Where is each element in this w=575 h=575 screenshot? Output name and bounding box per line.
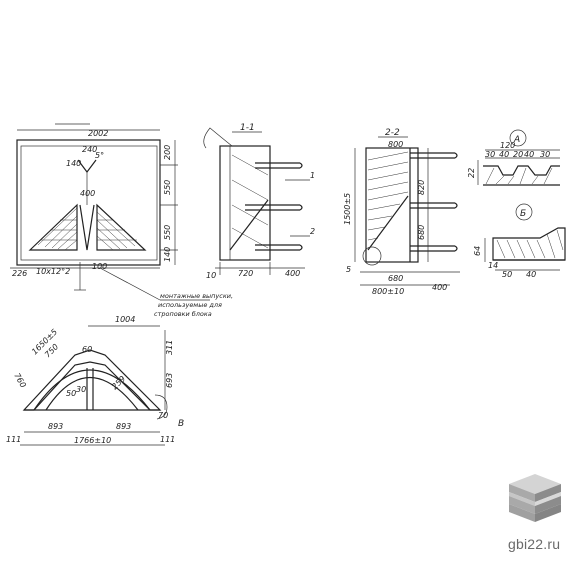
front-label-9: 226	[12, 269, 27, 278]
detail-b-title: Б	[520, 209, 526, 219]
detail-b-label-0: 64	[473, 246, 482, 256]
note-line-2: строповки блока	[154, 310, 212, 318]
section-1-label-3: 1	[310, 171, 315, 180]
section-2-label-4: 680	[388, 274, 403, 283]
section-2-label-3: 1500±5	[343, 193, 352, 225]
detail-b-label-1: 50	[502, 270, 512, 279]
plan-label-11: 111	[6, 435, 21, 444]
front-label-8: 140	[163, 247, 172, 262]
plan-label-9: 259	[110, 374, 127, 391]
section-1-label-0: 720	[238, 269, 253, 278]
front-label-10: 10x12°2	[36, 267, 70, 276]
detail-b-label-3: 14	[488, 261, 498, 270]
section-1-label-2: 10	[206, 271, 216, 280]
hatch-detail-a	[485, 167, 553, 185]
detail-a-label-0: 120	[500, 141, 515, 150]
section-1-title: 1-1	[240, 123, 255, 133]
detail-a-label-4: 40	[524, 150, 534, 159]
detail-a-label-1: 30	[485, 150, 495, 159]
section-2-label-1: 820	[417, 180, 426, 195]
section-2-label-7: 5	[346, 265, 351, 274]
plan-label-16: В	[178, 419, 184, 429]
detail-a-label-3: 20	[513, 150, 523, 159]
plan-label-12: 893	[48, 422, 63, 431]
detail-a-label-2: 40	[499, 150, 509, 159]
front-label-0: 2002	[88, 129, 108, 138]
section-2-label-5: 800±10	[372, 287, 404, 296]
note-line-0: монтажные выпуски,	[160, 292, 233, 300]
hatch-section-1	[231, 154, 269, 249]
section-2-2: 2-2 800	[343, 128, 460, 296]
front-label-3: 5°	[95, 151, 104, 160]
site-name[interactable]: gbi22.ru	[508, 536, 561, 552]
section-2-label-2: 680	[417, 225, 426, 240]
stacked-slabs-logo	[509, 474, 561, 522]
plan-label-15: 1766±10	[74, 436, 111, 445]
section-1-label-4: 2	[310, 227, 315, 236]
hatch-detail-b	[496, 229, 564, 259]
lifting-note: монтажные выпуски, используемые для стро…	[99, 267, 233, 318]
plan-label-8: 30	[76, 385, 86, 394]
plan-label-3: 760	[12, 372, 27, 390]
section-1-label-1: 400	[285, 269, 300, 278]
section-2-label-0: 800	[388, 140, 403, 149]
detail-a-label-5: 30	[540, 150, 550, 159]
front-label-11: 100	[92, 262, 107, 271]
plan-label-7: 60	[82, 345, 92, 354]
detail-b: Б 64 50 40 14	[473, 203, 566, 279]
hatch-section-2	[367, 151, 409, 241]
plan-view: 1004 1650±5 750 760 311 693 50 60 30 259…	[6, 315, 184, 446]
front-label-7: 400	[80, 189, 95, 198]
note-line-1: используемые для	[158, 301, 222, 309]
detail-a-title: A	[513, 135, 520, 145]
plan-label-5: 693	[165, 373, 174, 388]
plan-label-0: 1004	[115, 315, 135, 324]
hatch-right-triangle	[96, 211, 137, 251]
plan-label-4: 311	[165, 340, 174, 355]
detail-b-label-2: 40	[526, 270, 536, 279]
front-label-5: 550	[163, 180, 172, 195]
front-label-4: 200	[163, 145, 172, 160]
front-label-1: 240	[82, 145, 97, 154]
hatch-left-triangle	[37, 207, 78, 251]
section-1-1: 1-1 720 400 10 1 2	[203, 123, 315, 280]
plan-label-6: 50	[66, 389, 76, 398]
detail-a: A 120 30 40 20 40 30 22	[467, 129, 560, 186]
section-2-title: 2-2	[385, 128, 400, 138]
front-label-6: 550	[163, 225, 172, 240]
front-view: 2002 240 140 5° 200 550 550 400 140 226 …	[10, 123, 178, 291]
plan-label-10: 70	[158, 411, 168, 420]
plan-label-14: 111	[160, 435, 175, 444]
plan-label-13: 893	[116, 422, 131, 431]
detail-a-label-6: 22	[467, 168, 476, 178]
section-2-label-6: 400	[432, 283, 447, 292]
front-label-2: 140	[66, 159, 81, 168]
